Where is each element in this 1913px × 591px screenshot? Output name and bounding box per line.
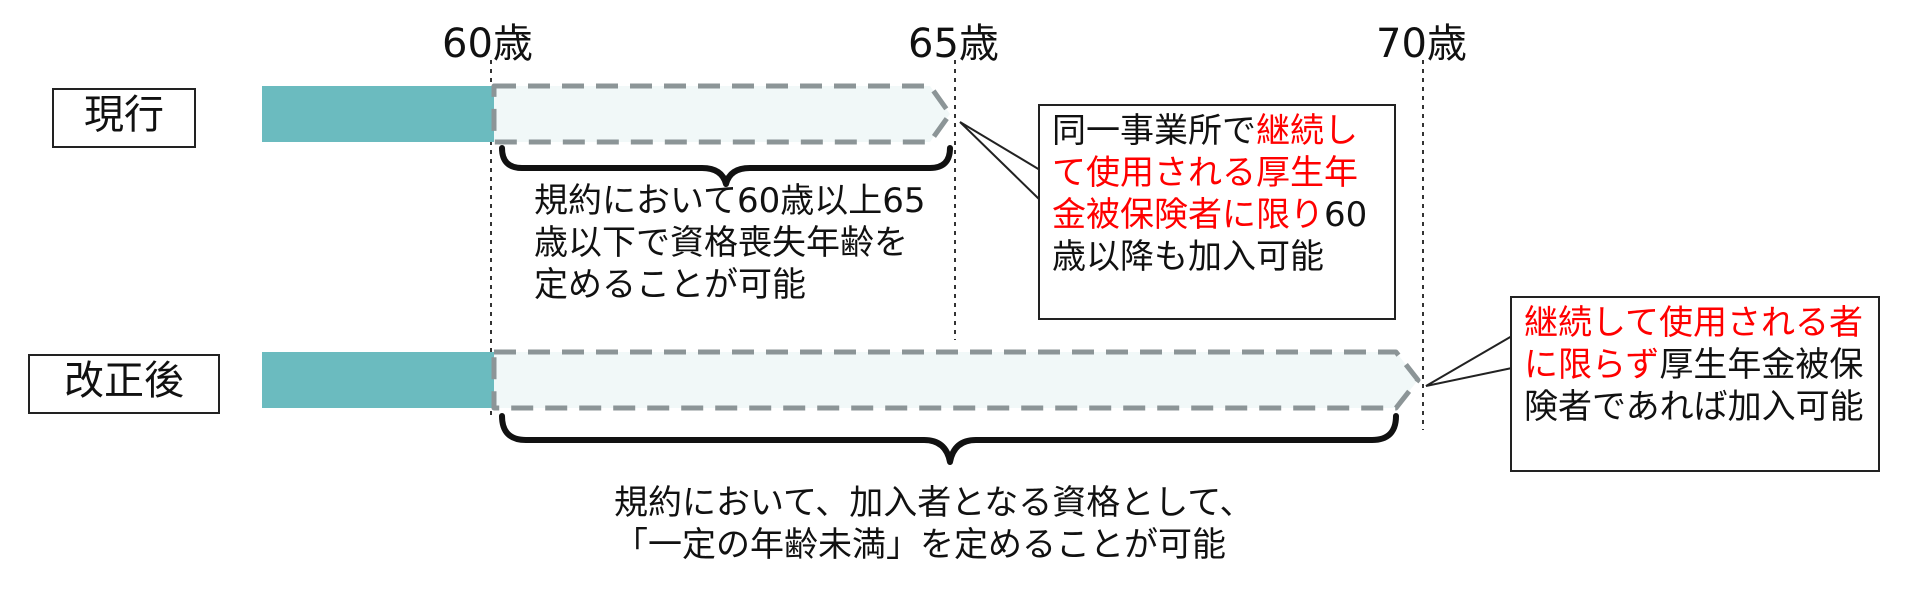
age-label-70: 70歳 — [1376, 21, 1467, 67]
age-label-65: 65歳 — [908, 21, 999, 67]
current-dashed-arrow — [491, 83, 953, 145]
current-callout-text-red: 継続して使用される厚生年金被保険者に限り — [1052, 111, 1358, 235]
row-label-revised: 改正後 — [28, 354, 220, 414]
age-label-60: 60歳 — [442, 21, 533, 67]
current-callout-text-2: 60歳以降も加入可能 — [1052, 195, 1368, 277]
revised-dashed-arrow — [491, 349, 1421, 411]
revised-callout: 継続して使用される者に限らず厚生年金被保険者であれば加入可能 — [1510, 296, 1880, 472]
revised-callout-pointer — [1425, 335, 1513, 387]
current-callout: 同一事業所で継続して使用される厚生年金被保険者に限り60歳以降も加入可能 — [1038, 104, 1396, 320]
current-solid-bar — [262, 86, 494, 142]
revised-description-line-1: 規約において、加入者となる資格として、 — [614, 483, 1254, 523]
current-brace — [499, 145, 953, 187]
current-callout-text-1: 同一事業所で — [1052, 111, 1256, 151]
revised-callout-text-1: 厚生年金被保険者であれば加入可能 — [1524, 345, 1864, 427]
revised-description: 規約において、加入者となる資格として、 「一定の年齢未満」を定めることが可能 — [614, 482, 1294, 566]
current-callout-pointer — [959, 121, 1041, 201]
revised-description-line-2: 「一定の年齢未満」を定めることが可能 — [614, 525, 1226, 565]
revised-solid-bar — [262, 352, 494, 408]
revised-callout-text-red: 継続して使用される者に限らず — [1524, 303, 1863, 385]
row-label-current: 現行 — [52, 88, 196, 148]
current-description: 規約において60歳以上65歳以下で資格喪失年齢を定めることが可能 — [534, 181, 926, 305]
revised-brace — [499, 413, 1399, 465]
